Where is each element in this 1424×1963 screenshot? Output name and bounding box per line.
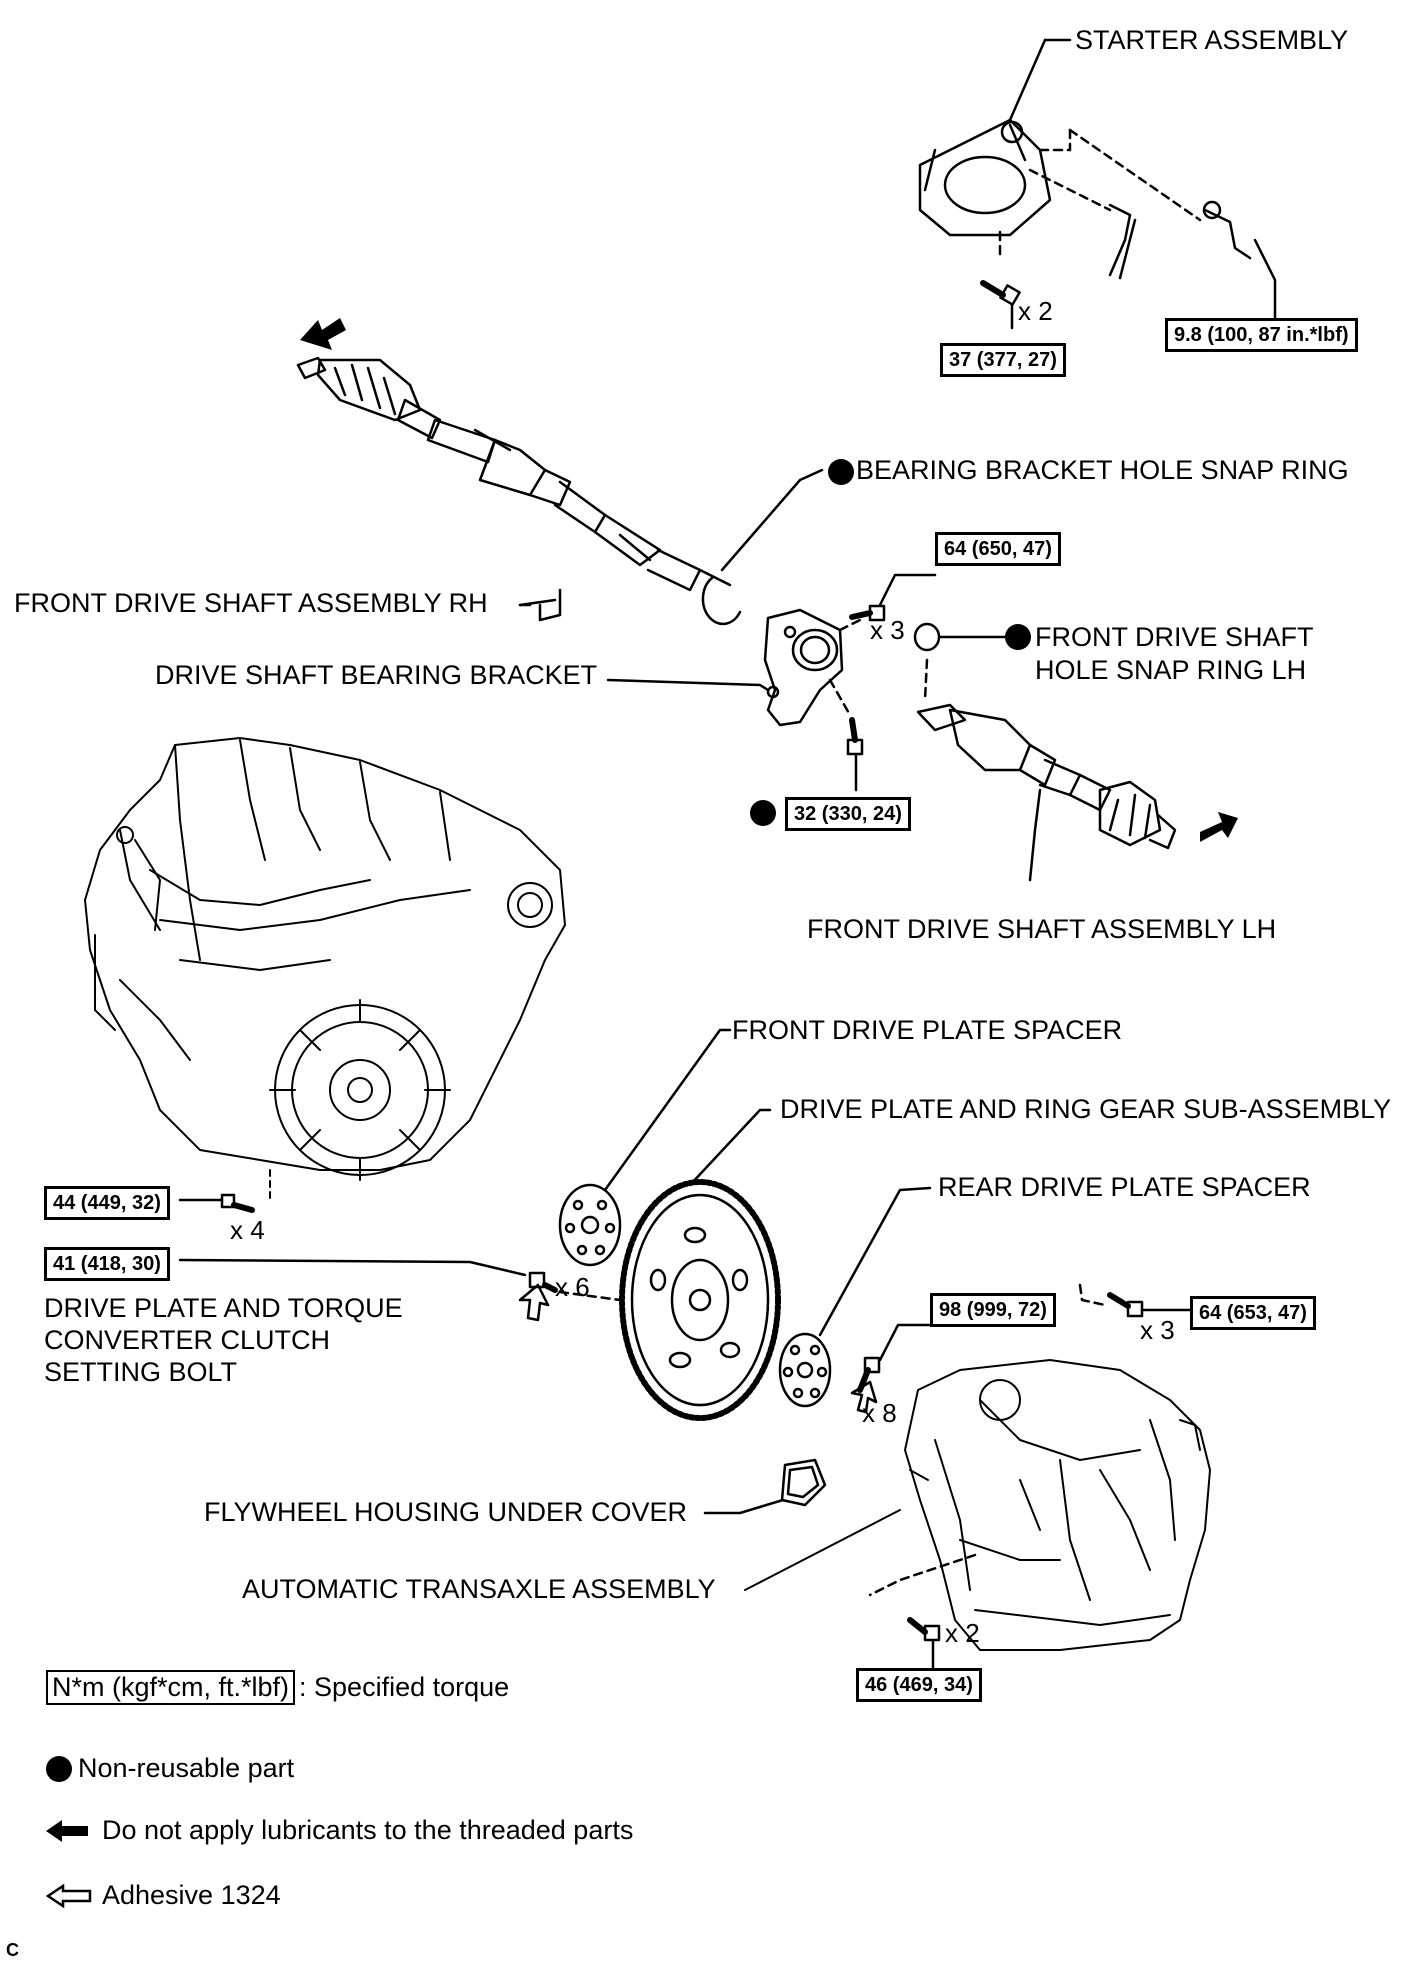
snap-ring-lh-drawing xyxy=(913,622,1007,702)
label-setting-bolt-line3: SETTING BOLT xyxy=(44,1357,238,1387)
legend-adhesive: Adhesive 1324 xyxy=(46,1880,281,1911)
non-reusable-dot-snap-ring-lh xyxy=(1005,624,1031,650)
adhesive-arrow-transaxle xyxy=(850,1380,878,1414)
torque-starter-bolt: 37 (377, 27) xyxy=(940,343,1066,377)
torque-setting-bolt: 41 (418, 30) xyxy=(44,1247,170,1281)
transaxle-bolt-8-drawing xyxy=(857,1323,932,1393)
legend-torque-box: N*m (kgf*cm, ft.*lbf) xyxy=(46,1670,296,1705)
legend-torque-text: : Specified torque xyxy=(299,1672,510,1702)
label-drive-shaft-bearing-bracket: DRIVE SHAFT BEARING BRACKET xyxy=(155,660,598,690)
legend-non-reusable: Non-reusable part xyxy=(46,1753,294,1784)
transaxle-drawing xyxy=(744,1359,1211,1651)
bracket-lower-bolt-drawing xyxy=(846,717,864,792)
label-bearing-bracket-snap-ring: BEARING BRACKET HOLE SNAP RING xyxy=(856,455,1349,485)
front-spacer-drawing xyxy=(558,1028,732,1267)
non-reusable-dot-bracket-bolt xyxy=(750,800,776,826)
legend-no-lubricant: Do not apply lubricants to the threaded … xyxy=(46,1815,633,1846)
engine-bolt-drawing xyxy=(178,1193,255,1213)
transaxle-bolt-3-drawing xyxy=(1078,1283,1192,1318)
label-front-drive-shaft-lh: FRONT DRIVE SHAFT ASSEMBLY LH xyxy=(807,914,1277,944)
label-rear-drive-plate-spacer: REAR DRIVE PLATE SPACER xyxy=(938,1172,1311,1202)
label-snap-ring-lh-line2: HOLE SNAP RING LH xyxy=(1035,655,1307,685)
qty-transaxle-top-left: x 8 xyxy=(862,1398,897,1428)
solid-arrow-icon xyxy=(46,1819,88,1842)
torque-transaxle-bottom: 46 (469, 34) xyxy=(856,1668,982,1702)
torque-transaxle-top-right: 64 (653, 47) xyxy=(1190,1296,1316,1330)
bearing-bracket-drawing xyxy=(606,608,852,727)
label-setting-bolt-line1: DRIVE PLATE AND TORQUE xyxy=(44,1293,403,1323)
legend-non-reusable-text: Non-reusable part xyxy=(78,1753,295,1783)
torque-starter-nut: 9.8 (100, 87 in.*lbf) xyxy=(1165,318,1358,352)
label-setting-bolt-line2: CONVERTER CLUTCH xyxy=(44,1325,331,1355)
qty-transaxle-top-right: x 3 xyxy=(1140,1315,1175,1345)
starter-bolt-drawing xyxy=(980,280,1021,330)
starter-assembly-drawing xyxy=(918,38,1277,320)
no-lubricant-arrow-lh xyxy=(1200,812,1238,842)
torque-transaxle-top-left: 98 (999, 72) xyxy=(930,1293,1056,1327)
drive-shaft-rh-drawing xyxy=(296,356,732,622)
non-reusable-dot-snap-ring xyxy=(828,459,854,485)
torque-engine-bolt: 44 (449, 32) xyxy=(44,1186,170,1220)
label-snap-ring-lh-line1: FRONT DRIVE SHAFT xyxy=(1035,622,1314,652)
label-front-drive-plate-spacer: FRONT DRIVE PLATE SPACER xyxy=(732,1015,1123,1045)
engine-drawing xyxy=(84,737,566,1201)
qty-setting-bolt: x 6 xyxy=(555,1272,590,1302)
adhesive-arrow-setting xyxy=(518,1283,550,1322)
snap-ring-bracket-drawing xyxy=(701,468,824,626)
image-code: C xyxy=(6,1940,19,1960)
transaxle-bolt-bottom-drawing xyxy=(868,1553,977,1672)
filled-circle-icon xyxy=(46,1755,72,1782)
legend-torque: N*m (kgf*cm, ft.*lbf) : Specified torque xyxy=(46,1670,509,1705)
bracket-bolt-drawing xyxy=(838,573,937,632)
outline-arrow-icon xyxy=(46,1883,92,1908)
legend-adhesive-text: Adhesive 1324 xyxy=(102,1880,281,1910)
qty-transaxle-bottom: x 2 xyxy=(945,1618,980,1648)
torque-bracket-bolt: 64 (650, 47) xyxy=(935,532,1061,566)
label-automatic-transaxle: AUTOMATIC TRANSAXLE ASSEMBLY xyxy=(242,1574,716,1604)
torque-bracket-lower: 32 (330, 24) xyxy=(785,797,911,831)
qty-starter-bolt: x 2 xyxy=(1018,296,1053,326)
drive-shaft-rh-leader xyxy=(518,603,542,622)
rear-spacer-drawing xyxy=(778,1186,932,1408)
no-lubricant-arrow-rh xyxy=(300,318,346,350)
qty-engine-bolt: x 4 xyxy=(230,1215,265,1245)
qty-bracket-bolt: x 3 xyxy=(870,615,905,645)
legend-no-lubricant-text: Do not apply lubricants to the threaded … xyxy=(102,1815,634,1845)
label-flywheel-under-cover: FLYWHEEL HOUSING UNDER COVER xyxy=(204,1497,688,1527)
under-cover-drawing xyxy=(703,1458,827,1515)
label-drive-plate-ring-gear: DRIVE PLATE AND RING GEAR SUB-ASSEMBLY xyxy=(780,1094,1392,1124)
drive-plate-drawing xyxy=(619,1108,781,1421)
setting-bolt-drawing xyxy=(178,1258,622,1302)
label-starter-assembly: STARTER ASSEMBLY xyxy=(1075,25,1349,55)
drive-shaft-lh-drawing xyxy=(916,703,1177,882)
label-front-drive-shaft-rh: FRONT DRIVE SHAFT ASSEMBLY RH xyxy=(14,588,488,618)
